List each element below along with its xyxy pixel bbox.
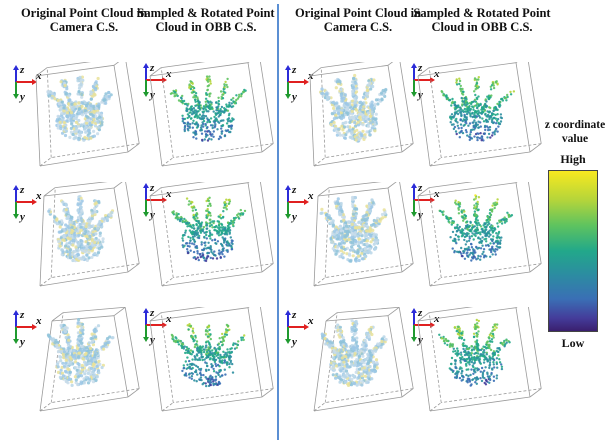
original-point-cloud-image (26, 62, 144, 170)
axis-label-x: x (165, 188, 172, 200)
original-point-cloud-image (300, 182, 418, 290)
axis-label-x: x (35, 315, 42, 327)
axis-triad-icon: zxy (406, 62, 446, 102)
axis-label-y: y (148, 89, 155, 101)
axis-label-y: y (290, 336, 297, 348)
header-original-right: Original Point Cloud in Camera C.S. (294, 6, 422, 34)
sampled-point-cloud-image (148, 62, 278, 170)
colorbar (548, 170, 598, 332)
axis-label-x: x (165, 313, 172, 325)
axis-label-y: y (18, 336, 25, 348)
axis-label-y: y (416, 334, 423, 346)
axis-label-z: z (417, 182, 423, 194)
axis-triad-icon: zxy (406, 307, 446, 347)
axis-label-y: y (148, 334, 155, 346)
axis-label-y: y (18, 211, 25, 223)
legend-title: z coordinate value (544, 119, 606, 145)
legend-high-label: High (560, 152, 586, 166)
axis-label-x: x (307, 190, 314, 202)
axis-label-z: z (149, 307, 155, 319)
axis-label-x: x (35, 190, 42, 202)
axis-label-z: z (149, 62, 155, 74)
axis-label-y: y (416, 209, 423, 221)
sampled-point-cloud-image (416, 307, 546, 415)
axis-label-z: z (291, 184, 297, 196)
sampled-point-cloud-image (148, 182, 278, 290)
original-point-cloud-image (300, 62, 418, 170)
original-point-cloud-image (300, 307, 418, 415)
legend-low-label: Low (561, 336, 585, 350)
axis-label-y: y (416, 89, 423, 101)
header-original-left: Original Point Cloud in Camera C.S. (20, 6, 148, 34)
axis-label-y: y (148, 209, 155, 221)
sampled-point-cloud-image (416, 62, 546, 170)
original-point-cloud-image (26, 307, 144, 415)
axis-label-z: z (19, 309, 25, 321)
sampled-point-cloud-image (148, 307, 278, 415)
axis-label-z: z (417, 307, 423, 319)
axis-triad-icon: zxy (138, 307, 178, 347)
axis-label-x: x (307, 315, 314, 327)
axis-label-z: z (291, 309, 297, 321)
header-sampled-right: Sampled & Rotated Point Cloud in OBB C.S… (413, 6, 551, 34)
sampled-point-cloud-image (416, 182, 546, 290)
axis-label-z: z (19, 64, 25, 76)
axis-label-y: y (18, 91, 25, 103)
axis-label-y: y (290, 91, 297, 103)
axis-label-z: z (417, 62, 423, 74)
axis-label-z: z (291, 64, 297, 76)
axis-label-z: z (149, 182, 155, 194)
axis-label-x: x (433, 68, 440, 80)
axis-label-x: x (433, 188, 440, 200)
axis-label-x: x (165, 68, 172, 80)
original-point-cloud-image (26, 182, 144, 290)
column-divider (277, 4, 279, 440)
header-sampled-left: Sampled & Rotated Point Cloud in OBB C.S… (137, 6, 275, 34)
axis-label-x: x (433, 313, 440, 325)
axis-label-y: y (290, 211, 297, 223)
axis-label-z: z (19, 184, 25, 196)
axis-triad-icon: zxy (138, 62, 178, 102)
axis-triad-icon: zxy (406, 182, 446, 222)
